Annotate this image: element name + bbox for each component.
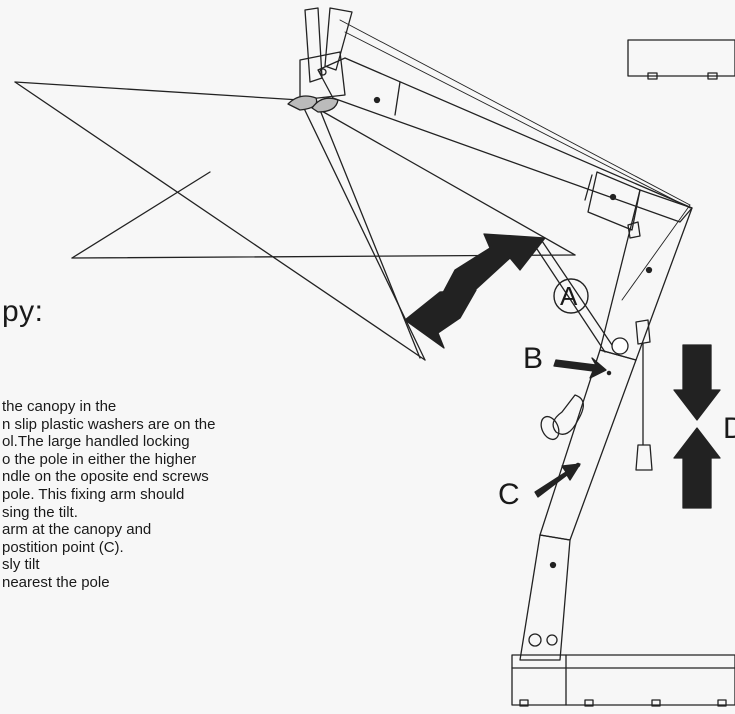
callout-label-b: B — [523, 342, 544, 375]
instruction-line: ndle on the oposite end screws — [2, 468, 209, 486]
instruction-line: nearest the pole — [2, 573, 110, 591]
instruction-line: pole. This fixing arm should — [2, 485, 185, 503]
instruction-line: ol.The large handled locking — [2, 433, 190, 451]
canopy-outline — [14, 81, 576, 361]
base-plate — [511, 654, 735, 707]
arrow-d — [673, 344, 721, 509]
instruction-line: n slip plastic washers are on the — [2, 415, 216, 433]
callout-circle-a — [553, 278, 589, 314]
compression-arrows-canopy — [404, 233, 546, 349]
callout-label-c: C — [498, 478, 520, 511]
instruction-line: the canopy in the — [2, 398, 117, 415]
arrow-b — [553, 357, 607, 379]
instruction-line: arm at the canopy and — [2, 521, 152, 539]
main-pole — [519, 189, 693, 661]
instruction-text: the canopy in the n slip plastic washers… — [2, 398, 332, 592]
callout-label-a: A — [560, 281, 578, 311]
instruction-line: sing the tilt. — [2, 503, 78, 521]
locking-handle — [540, 394, 584, 441]
section-heading: py: — [2, 295, 44, 328]
instruction-line: sly tilt — [2, 556, 40, 574]
instruction-line: postition point (C). — [2, 538, 124, 556]
callout-label-d: D — [723, 412, 735, 445]
upper-arm — [317, 57, 693, 239]
tilt-fixing-arm — [532, 237, 629, 355]
canopy-hub — [287, 7, 353, 113]
arrow-c — [534, 463, 581, 498]
instruction-line: o the pole in either the higher — [2, 450, 197, 468]
inset-base-preview — [627, 39, 735, 80]
